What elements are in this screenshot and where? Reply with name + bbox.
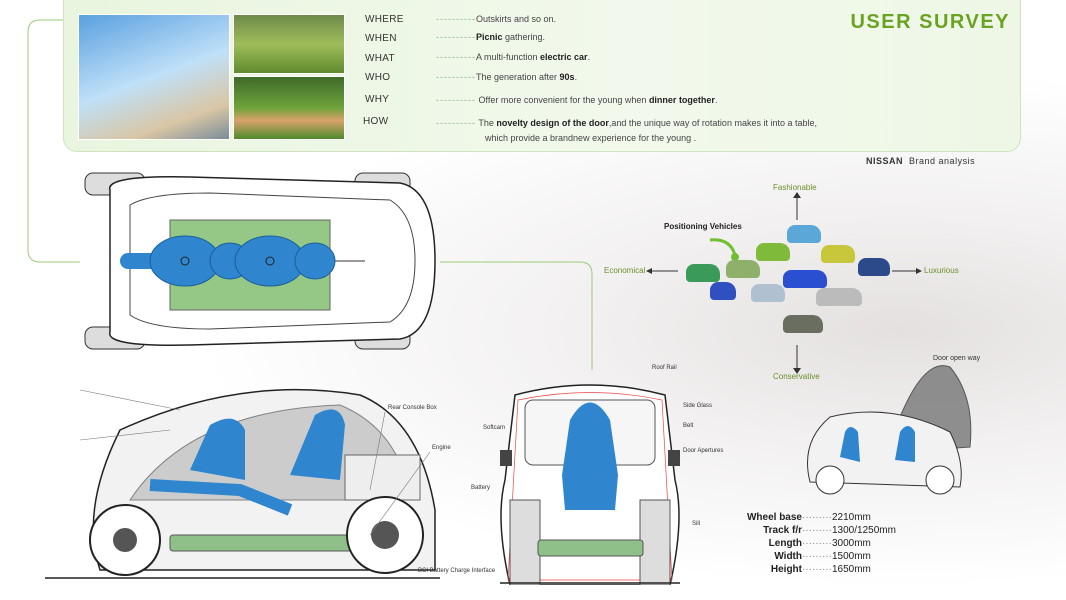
positioning-axes [646,150,990,374]
spec-height: Height·········1650mm [770,564,871,575]
survey-q-where: WHERE [365,14,404,25]
label-battery: Battery [471,485,491,491]
vehicle-silver-sedan [816,288,862,306]
vehicle-note [783,270,827,288]
positioning-vehicles-label: Positioning Vehicles [664,222,742,231]
brand-analysis-heading: NISSAN Brand analysis [866,156,976,166]
label-bci: BCI Battery Charge Interface [418,568,496,574]
survey-a-how-line2: which provide a brandnew experience for … [485,133,697,143]
door-open-sketch [807,365,972,495]
spec-track: Track f/r·········1300/1250mm [763,525,896,536]
label-rear-console-box: Rear Console Box [388,405,437,411]
car-top-view [84,172,436,350]
survey-q-how: HOW [363,116,389,127]
vehicle-micro [710,282,736,300]
vehicle-yellow [821,245,855,263]
photo-couple-grass [233,76,345,140]
survey-q-why: WHY [365,94,390,105]
spec-length: Length·········3000mm [768,538,871,549]
spec-width: Width·········1500mm [774,551,871,562]
survey-a-when: ----------Picnic gathering. [436,32,546,42]
axis-economical: Economical [604,266,646,275]
vehicle-sedan-front [858,258,890,276]
survey-a-what: ----------A multi-function electric car. [436,52,591,62]
vehicle-green-concept [756,243,790,261]
label-side-glass: Side Glass [683,403,713,409]
label-door-apertures: Door Apertures [683,448,724,454]
survey-q-who: WHO [365,72,391,83]
axis-luxurious: Luxurious [924,266,959,275]
label-softcam: Softcam [483,425,506,431]
vehicle-pivo [686,264,720,282]
label-engine: Engine [432,445,451,451]
axis-conservative: Conservative [773,372,820,381]
vehicle-suv [783,315,823,333]
survey-a-why: ---------- Offer more convenient for the… [436,95,718,105]
label-door-open-way: Door open way [933,355,981,362]
axis-fashionable: Fashionable [773,183,817,192]
label-belt: Belt [683,423,694,429]
survey-q-what: WHAT [365,53,395,64]
spec-wheel-base: Wheel base·········2210mm [746,512,871,523]
vehicle-leaf [787,225,821,243]
photo-tent-picnic [233,14,345,74]
photo-friends-toast [78,14,230,140]
survey-a-how: ---------- The novelty design of the doo… [436,118,817,128]
car-side-view [45,388,440,579]
page-title: USER SURVEY [850,11,1010,33]
label-roof-rail: Roof Rail [652,365,677,371]
survey-a-where: ----------Outskirts and so on. [436,14,557,24]
vehicle-compact [726,260,760,278]
survey-a-who: ----------The generation after 90s. [436,72,578,82]
survey-q-when: WHEN [365,33,397,44]
car-front-view [500,384,680,585]
label-sill: Sill [692,521,701,527]
vehicle-silver-mpv [751,284,785,302]
